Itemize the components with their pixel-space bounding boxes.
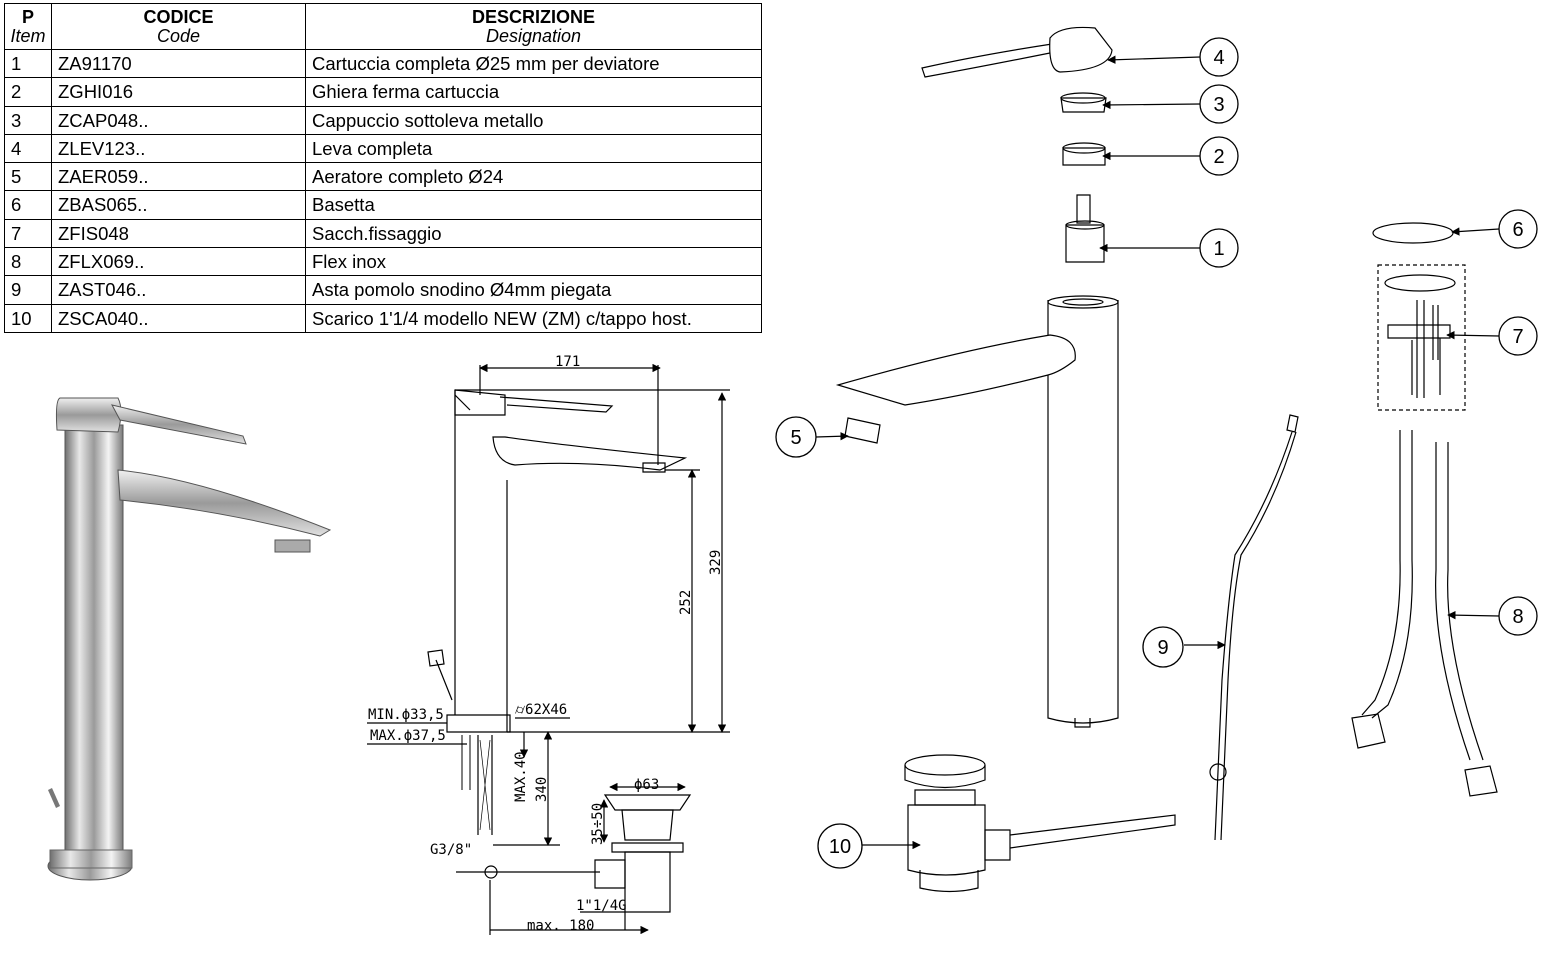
row-code: ZGHI016 <box>51 77 306 107</box>
row-desc: Leva completa <box>305 133 762 164</box>
row-desc: Basetta <box>305 190 762 220</box>
dim-max180: max. 180 <box>527 918 594 934</box>
faucet-photo <box>47 397 332 881</box>
row-desc: Scarico 1'1/4 modello NEW (ZM) c/tappo h… <box>305 303 762 333</box>
callouts <box>775 37 1538 869</box>
row-item: 4 <box>4 133 52 164</box>
callout-8-circle <box>1498 596 1538 636</box>
callout-10-circle <box>817 823 863 869</box>
row-desc: Aeratore completo Ø24 <box>305 162 762 192</box>
callout-8: 8 <box>1512 606 1523 628</box>
dim-g38: G3/8" <box>430 842 472 858</box>
dim-171: 171 <box>555 354 580 370</box>
header-item: P Item <box>4 3 52 50</box>
callout-5: 5 <box>790 427 801 449</box>
dim-min-hole: MIN.ϕ33,5 <box>368 707 444 723</box>
dim-340: 340 <box>534 777 550 802</box>
row-code: ZCAP048.. <box>51 105 306 135</box>
callout-7-circle <box>1498 316 1538 356</box>
row-code: ZFIS048 <box>51 218 306 249</box>
row-code: ZA91170 <box>51 48 306 79</box>
callout-5-circle <box>775 416 817 458</box>
row-desc: Flex inox <box>305 247 762 277</box>
row-item: 2 <box>4 77 52 107</box>
callout-6: 6 <box>1512 219 1523 241</box>
header-code: CODICE Code <box>51 3 306 50</box>
row-desc: Cappuccio sottoleva metallo <box>305 105 762 135</box>
row-desc: Ghiera ferma cartuccia <box>305 77 762 107</box>
callout-1-circle <box>1199 228 1239 268</box>
parts-table: P Item CODICE Code DESCRIZIONE Designati… <box>4 3 762 333</box>
row-desc: Cartuccia completa Ø25 mm per deviatore <box>305 48 762 79</box>
dim-252: 252 <box>678 590 694 615</box>
dim-max40: MAX.40 <box>513 751 529 802</box>
header-code-sub: Code <box>156 25 201 46</box>
row-code: ZLEV123.. <box>51 133 306 164</box>
leader-lines <box>815 55 1500 850</box>
table-header-row: P Item CODICE Code DESCRIZIONE Designati… <box>4 3 762 50</box>
callout-10: 10 <box>829 836 851 858</box>
callout-7: 7 <box>1512 326 1523 348</box>
callout-3-circle <box>1199 84 1239 124</box>
dim-max-hole: MAX.ϕ37,5 <box>370 728 446 744</box>
dimension-drawing <box>367 363 730 935</box>
callout-labels: 4 3 2 1 5 6 7 8 9 10 <box>790 47 1523 858</box>
dim-35-50: 35÷50 <box>590 803 606 845</box>
dim-63: ϕ63 <box>634 777 659 793</box>
header-desc: DESCRIZIONE Designation <box>305 3 762 50</box>
dim-g114: 1"1/4G <box>576 898 627 914</box>
callout-9-circle <box>1142 626 1184 668</box>
header-item-sub: Item <box>10 25 46 46</box>
row-desc: Asta pomolo snodino Ø4mm piegata <box>305 275 762 305</box>
callout-4: 4 <box>1213 47 1224 69</box>
header-desc-sub: Designation <box>485 25 582 46</box>
callout-4-circle <box>1199 37 1239 77</box>
row-item: 9 <box>4 275 52 305</box>
callout-9: 9 <box>1157 637 1168 659</box>
header-desc-main: DESCRIZIONE <box>471 6 595 27</box>
row-code: ZSCA040.. <box>51 303 306 333</box>
callout-3: 3 <box>1213 94 1224 116</box>
callout-1: 1 <box>1213 238 1224 260</box>
row-item: 1 <box>4 48 52 79</box>
row-item: 6 <box>4 190 52 220</box>
callout-2-circle <box>1199 136 1239 176</box>
row-item: 3 <box>4 105 52 135</box>
callout-6-circle <box>1498 209 1538 249</box>
row-code: ZFLX069.. <box>51 247 306 277</box>
dim-329: 329 <box>708 550 724 575</box>
header-item-main: P <box>21 6 34 27</box>
row-item: 10 <box>4 303 52 333</box>
callout-2: 2 <box>1213 146 1224 168</box>
exploded-view <box>835 26 1498 893</box>
dim-base: ⌭62X46 <box>515 702 567 718</box>
header-code-main: CODICE <box>143 6 214 27</box>
dimension-labels: 171 329 252 MIN.ϕ33,5 MAX.ϕ37,5 ⌭62X46 M… <box>368 354 724 934</box>
